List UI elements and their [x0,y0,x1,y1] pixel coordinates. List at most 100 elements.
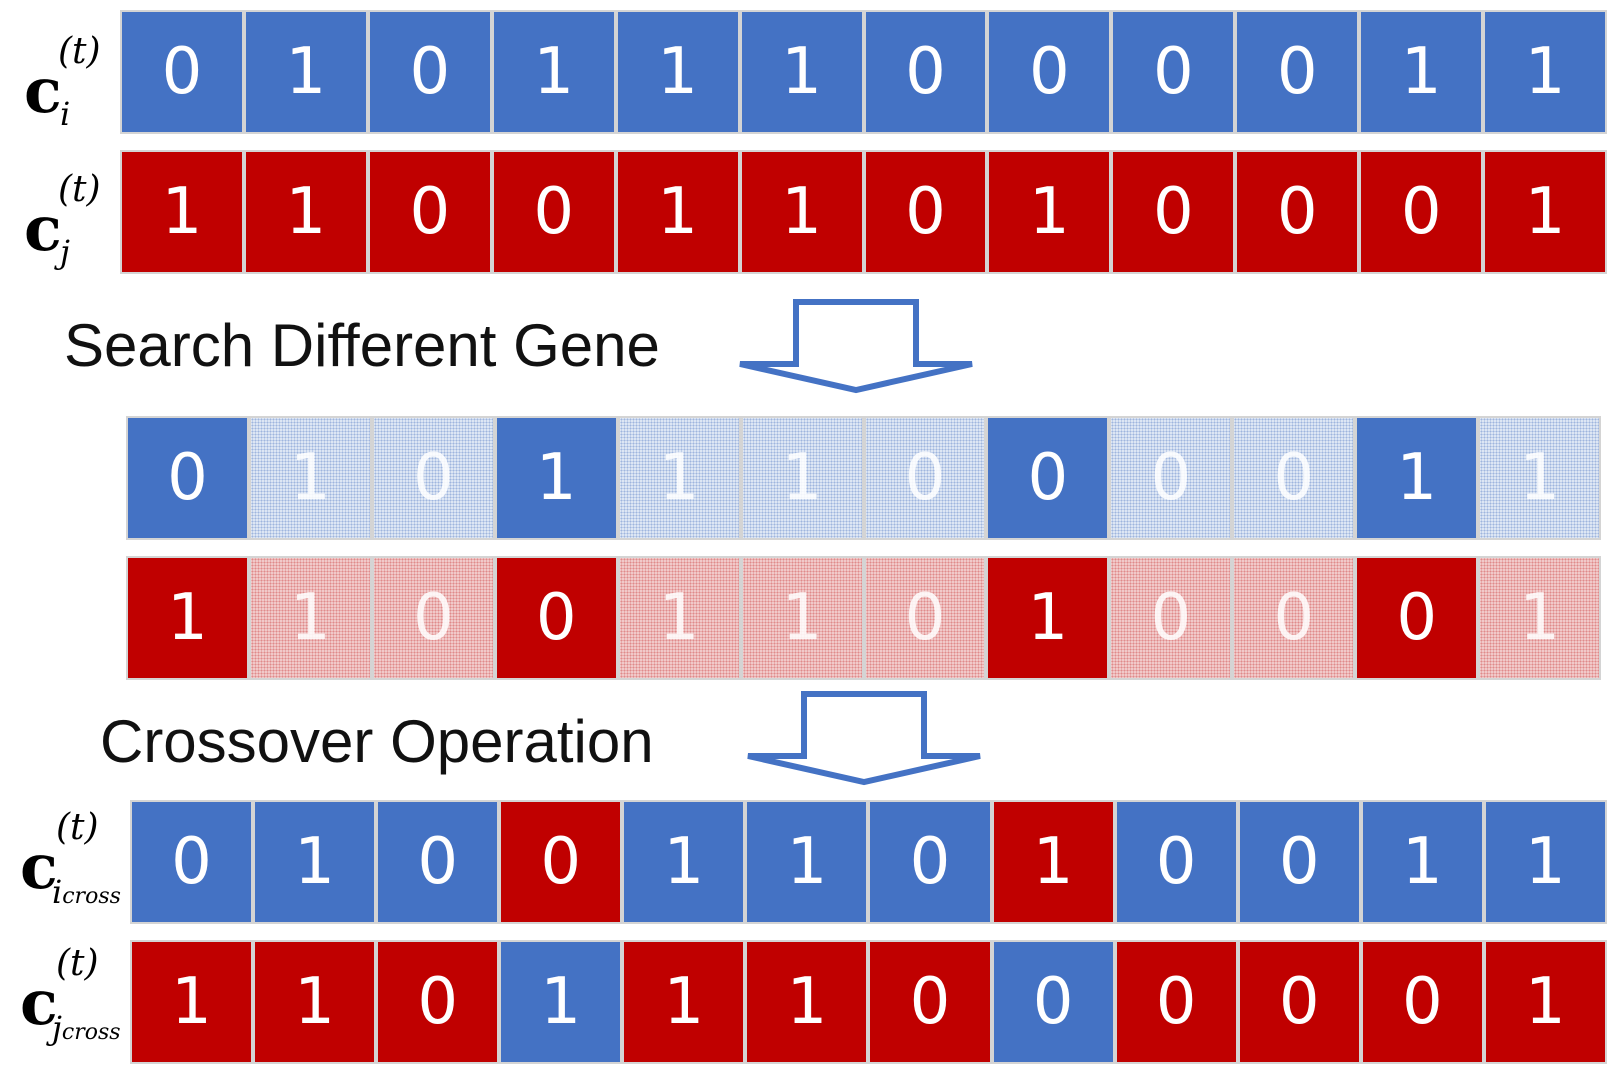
gene-cell: 0 [491,150,616,274]
gene-cell: 0 [1360,940,1484,1064]
label-cj-sub: j [60,233,70,271]
gene-cell: 0 [863,416,987,540]
label-cicross: c (t) icross [16,800,134,920]
gene-cell: 0 [1109,556,1233,680]
gene-cell: 0 [494,556,618,680]
gene-cell: 1 [617,416,741,540]
label-cicross-sub: icross [52,876,121,908]
gene-cell: 1 [1483,940,1607,1064]
label-cjcross-base: c [20,966,58,1039]
gene-cell: 1 [1355,416,1479,540]
gene-cell: 0 [1232,416,1356,540]
gene-cell: 0 [367,150,492,274]
gene-cell: 0 [367,10,492,134]
gene-cell: 0 [863,10,988,134]
label-cjcross: c (t) jcross [16,936,134,1056]
label-ci-base: c [24,54,62,127]
gene-cell: 1 [494,416,618,540]
gene-cell: 0 [868,800,992,924]
gene-cell: 1 [248,556,372,680]
gene-cell: 0 [986,416,1110,540]
gene-cell: 1 [243,150,368,274]
gene-cell: 0 [1237,800,1361,924]
gene-cell: 0 [868,940,992,1064]
gene-cell: 1 [1483,800,1607,924]
label-cjcross-sub: jcross [52,1012,121,1044]
gene-cell: 1 [615,10,740,134]
gene-cell: 1 [243,10,368,134]
gene-cell: 1 [499,940,623,1064]
gene-cell: 1 [1483,150,1608,274]
gene-cell: 1 [745,940,869,1064]
gene-cell: 1 [622,800,746,924]
gene-cell: 0 [863,556,987,680]
gene-cell: 1 [1360,800,1484,924]
down-arrow-icon [747,691,981,786]
step-crossover-label: Crossover Operation [100,708,654,775]
gene-cell: 0 [987,10,1112,134]
gene-cell: 0 [1114,940,1238,1064]
label-cicross-sup: (t) [56,807,99,848]
label-cicross-subsub: cross [62,884,121,909]
gene-cell: 0 [1232,556,1356,680]
gene-cell: 1 [253,800,377,924]
gene-cell: 1 [740,556,864,680]
label-cjcross-subsub: cross [61,1020,121,1045]
gene-cell: 0 [1237,940,1361,1064]
label-cj: c (t) j [20,158,120,271]
gene-cell: 1 [617,556,741,680]
gene-cell: 1 [739,10,864,134]
gene-cell: 1 [986,556,1110,680]
label-cj-sup: (t) [58,169,101,210]
gene-cell: 0 [130,800,254,924]
down-arrow-icon [739,299,973,394]
gene-cell: 0 [1355,556,1479,680]
gene-cell: 1 [622,940,746,1064]
gene-cell: 0 [371,416,495,540]
label-cjcross-sub-main: j [52,1009,62,1047]
gene-cell: 0 [376,940,500,1064]
gene-cell: 1 [1359,10,1484,134]
gene-cell: 1 [1478,416,1602,540]
gene-cell: 0 [1109,416,1233,540]
gene-cell: 1 [987,150,1112,274]
label-cicross-base: c [20,830,58,903]
gene-cell: 1 [1478,556,1602,680]
gene-cell: 1 [745,800,869,924]
gene-cell: 0 [1235,150,1360,274]
gene-cell: 0 [1111,150,1236,274]
gene-cell: 0 [371,556,495,680]
gene-cell: 1 [248,416,372,540]
step-search-label: Search Different Gene [64,312,660,379]
gene-cell: 1 [120,150,244,274]
gene-cell: 0 [376,800,500,924]
label-ci-sup: (t) [58,31,101,72]
gene-cell: 0 [991,940,1115,1064]
label-ci: c (t) i [20,20,120,133]
gene-cell: 1 [740,416,864,540]
gene-cell: 1 [991,800,1115,924]
gene-cell: 0 [499,800,623,924]
gene-cell: 0 [126,416,249,540]
label-cj-base: c [24,192,62,265]
gene-cell: 1 [739,150,864,274]
gene-cell: 1 [253,940,377,1064]
gene-cell: 1 [126,556,249,680]
gene-cell: 1 [615,150,740,274]
gene-cell: 1 [1483,10,1608,134]
gene-cell: 0 [1111,10,1236,134]
gene-cell: 1 [491,10,616,134]
gene-cell: 0 [1235,10,1360,134]
gene-cell: 1 [130,940,254,1064]
label-cjcross-sup: (t) [56,943,99,984]
label-ci-sub: i [60,95,71,133]
label-cicross-sub-main: i [52,873,63,911]
gene-cell: 0 [120,10,244,134]
gene-cell: 0 [1114,800,1238,924]
